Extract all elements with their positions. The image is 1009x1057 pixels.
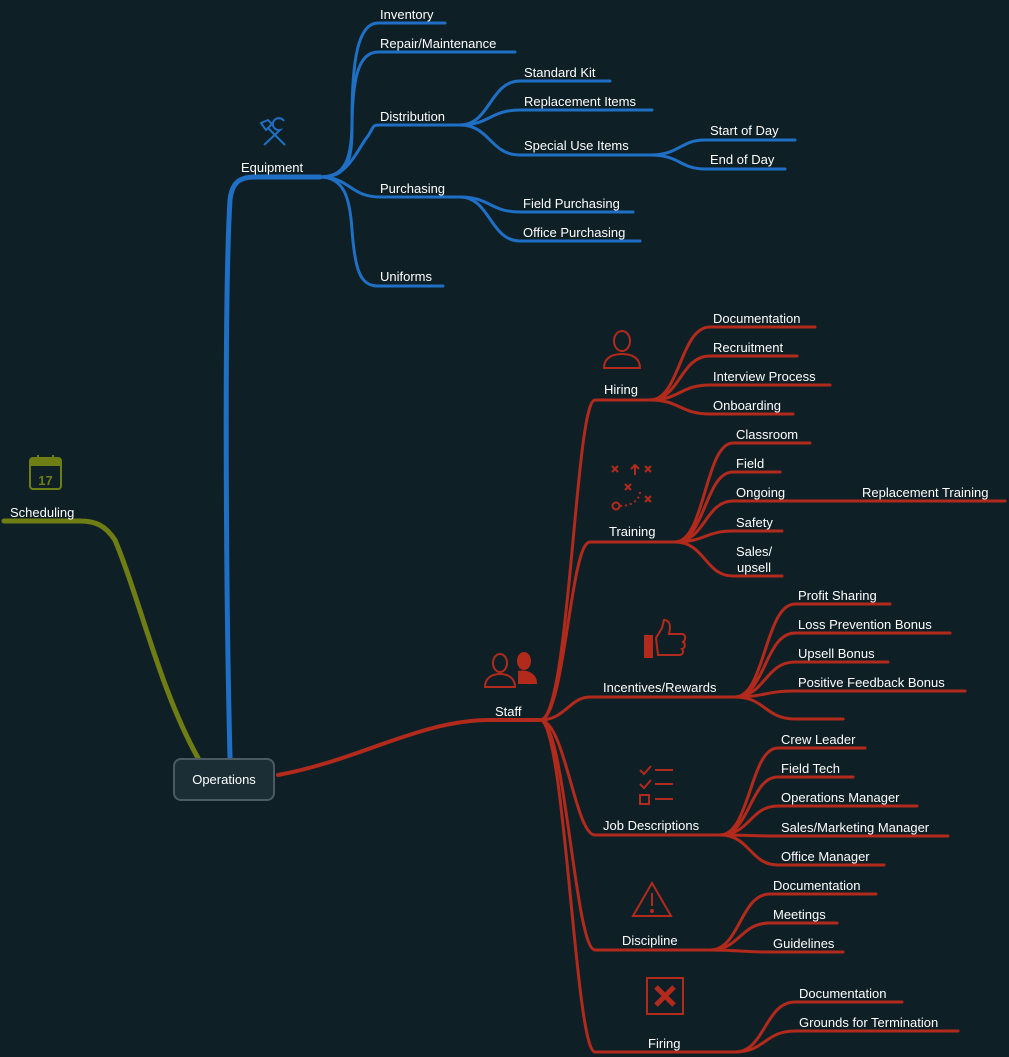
thumbs-up-icon bbox=[644, 618, 687, 658]
firing-item[interactable]: Documentation bbox=[799, 986, 886, 1001]
hiring-item[interactable]: Interview Process bbox=[713, 369, 816, 384]
end-of-day-label[interactable]: End of Day bbox=[710, 152, 775, 167]
scheduling-label[interactable]: Scheduling bbox=[10, 505, 74, 520]
replacement-training-label[interactable]: Replacement Training bbox=[862, 485, 988, 500]
distribution-label[interactable]: Distribution bbox=[380, 109, 445, 124]
training-item[interactable]: Field bbox=[736, 456, 764, 471]
discipline-item[interactable]: Guidelines bbox=[773, 936, 835, 951]
firing-item[interactable]: Grounds for Termination bbox=[799, 1015, 938, 1030]
uniforms-label[interactable]: Uniforms bbox=[380, 269, 433, 284]
job-item[interactable]: Field Tech bbox=[781, 761, 840, 776]
job-descriptions-label[interactable]: Job Descriptions bbox=[603, 818, 700, 833]
discipline-label[interactable]: Discipline bbox=[622, 933, 678, 948]
training-item[interactable]: Sales/ bbox=[736, 544, 773, 559]
svg-text:JULY: JULY bbox=[40, 468, 53, 474]
close-box-icon bbox=[646, 977, 684, 1015]
training-item[interactable]: Ongoing bbox=[736, 485, 785, 500]
inventory-label[interactable]: Inventory bbox=[380, 7, 434, 22]
user-icon bbox=[602, 330, 642, 369]
training-item[interactable]: upsell bbox=[737, 560, 771, 575]
start-of-day-label[interactable]: Start of Day bbox=[710, 123, 779, 138]
calendar-icon: JULY 17 bbox=[29, 455, 62, 490]
equipment-branch bbox=[318, 21, 797, 288]
hiring-label[interactable]: Hiring bbox=[604, 382, 638, 397]
equipment-connector bbox=[223, 174, 323, 761]
staff-label[interactable]: Staff bbox=[495, 704, 522, 719]
field-purchasing-label[interactable]: Field Purchasing bbox=[523, 196, 620, 211]
root-node-operations[interactable]: Operations bbox=[173, 758, 275, 801]
job-item[interactable]: Crew Leader bbox=[781, 732, 856, 747]
playbook-icon bbox=[611, 463, 652, 511]
firing-label[interactable]: Firing bbox=[648, 1036, 681, 1051]
job-item[interactable]: Sales/Marketing Manager bbox=[781, 820, 930, 835]
warning-icon bbox=[631, 880, 673, 917]
hiring-item[interactable]: Documentation bbox=[713, 311, 800, 326]
hiring-item[interactable]: Recruitment bbox=[713, 340, 783, 355]
incentives-label[interactable]: Incentives/Rewards bbox=[603, 680, 717, 695]
replacement-items-label[interactable]: Replacement Items bbox=[524, 94, 636, 109]
training-item[interactable]: Safety bbox=[736, 515, 773, 530]
root-label: Operations bbox=[192, 772, 256, 787]
svg-text:17: 17 bbox=[38, 473, 52, 488]
repair-label[interactable]: Repair/Maintenance bbox=[380, 36, 496, 51]
users-icon bbox=[483, 652, 538, 688]
incentive-item[interactable]: Profit Sharing bbox=[798, 588, 877, 603]
incentive-item[interactable]: Loss Prevention Bonus bbox=[798, 617, 932, 632]
staff-connector bbox=[276, 718, 542, 777]
job-item[interactable]: Operations Manager bbox=[781, 790, 900, 805]
discipline-item[interactable]: Meetings bbox=[773, 907, 826, 922]
special-use-items-label[interactable]: Special Use Items bbox=[524, 138, 629, 153]
standard-kit-label[interactable]: Standard Kit bbox=[524, 65, 596, 80]
office-purchasing-label[interactable]: Office Purchasing bbox=[523, 225, 625, 240]
training-item[interactable]: Classroom bbox=[736, 427, 798, 442]
purchasing-label[interactable]: Purchasing bbox=[380, 181, 445, 196]
discipline-item[interactable]: Documentation bbox=[773, 878, 860, 893]
scheduling-connector bbox=[1, 518, 201, 761]
hiring-item[interactable]: Onboarding bbox=[713, 398, 781, 413]
incentive-item[interactable]: Positive Feedback Bonus bbox=[798, 675, 945, 690]
staff-branch bbox=[538, 325, 1007, 1054]
training-label[interactable]: Training bbox=[609, 524, 655, 539]
checklist-icon bbox=[639, 765, 673, 805]
incentive-item[interactable]: Upsell Bonus bbox=[798, 646, 875, 661]
tools-icon bbox=[259, 117, 286, 146]
equipment-label[interactable]: Equipment bbox=[241, 160, 304, 175]
job-item[interactable]: Office Manager bbox=[781, 849, 870, 864]
